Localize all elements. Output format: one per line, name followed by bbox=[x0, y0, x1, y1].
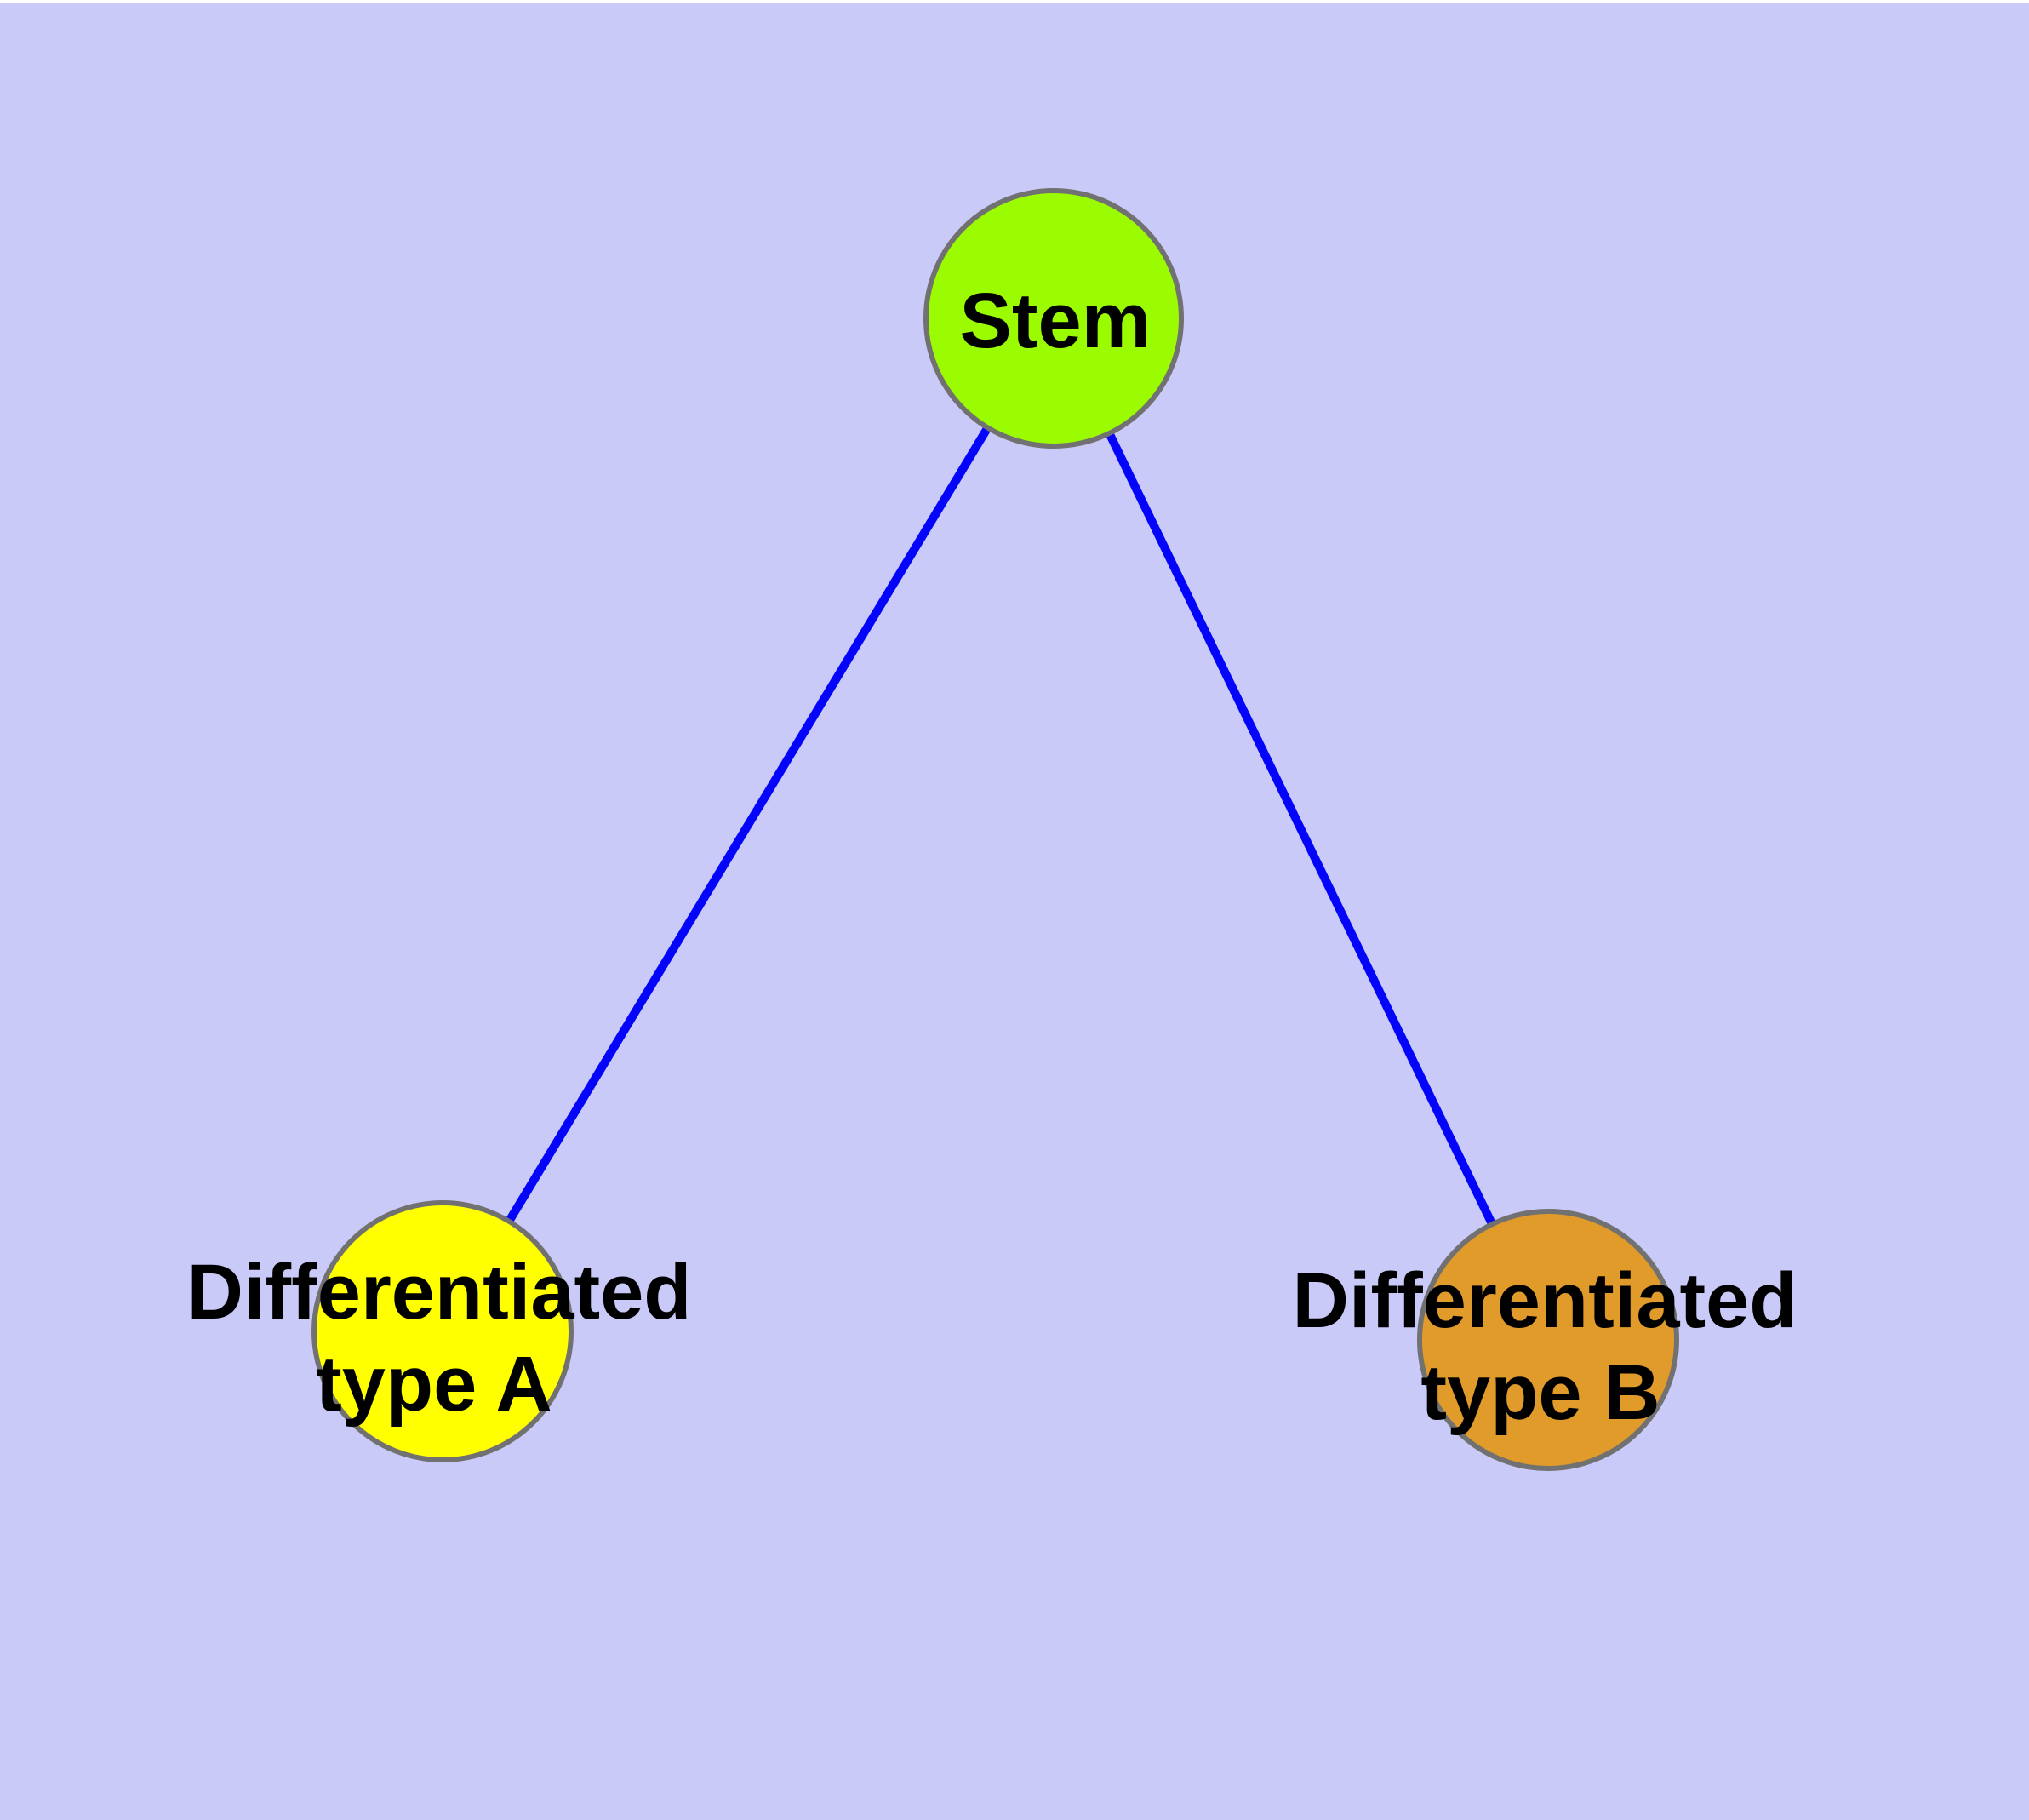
node-differentiated-type-a-label-line2: type A bbox=[316, 1341, 552, 1428]
node-differentiated-type-b-circle bbox=[1417, 1209, 1679, 1471]
node-stem-label: Stem bbox=[960, 278, 1152, 364]
node-differentiated-type-a-circle bbox=[311, 1200, 574, 1462]
node-stem-circle bbox=[923, 188, 1184, 449]
node-differentiated-type-a-label-line1: Differentiated bbox=[187, 1249, 692, 1336]
node-differentiated-type-b-label-line2: type B bbox=[1420, 1349, 1660, 1436]
edge-stem-to-differentiated-type-a bbox=[438, 316, 1058, 1334]
node-differentiated-type-b-label-line1: Differentiated bbox=[1293, 1257, 1798, 1344]
top-margin-strip bbox=[0, 0, 2029, 3]
edge-stem-to-differentiated-type-b bbox=[1049, 316, 1552, 1342]
